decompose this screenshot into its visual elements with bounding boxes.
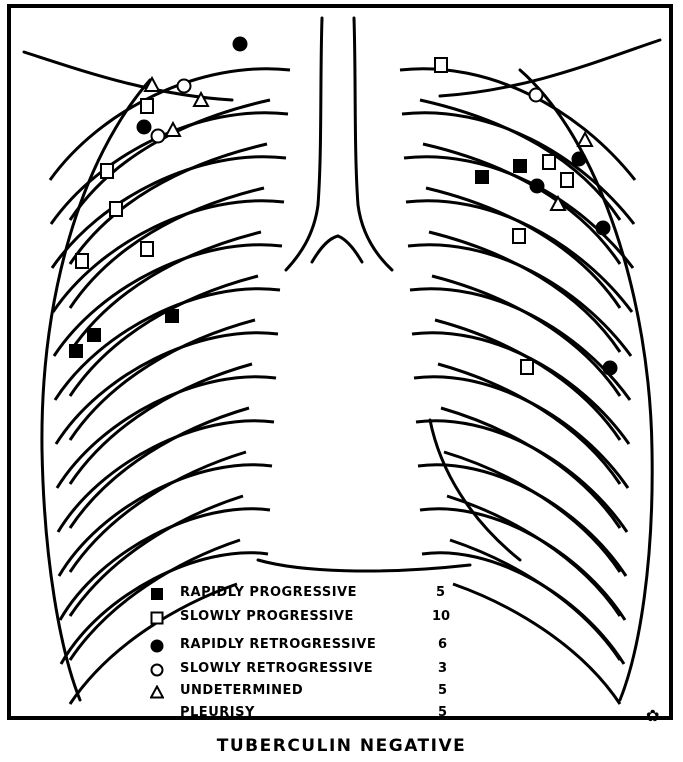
legend-row-undetermined: UNDETERMINED 5 [150, 683, 450, 703]
legend-row-rapidly-retrogressive: RAPIDLY RETROGRESSIVE 6 [150, 637, 450, 657]
rib-right-posterior [408, 245, 631, 356]
rib-right-posterior [416, 421, 627, 532]
open-circle-marker [530, 89, 543, 102]
rib-right-posterior [404, 157, 633, 268]
bronchus-right [338, 236, 362, 262]
legend-count: 3 [438, 661, 447, 676]
rib-right-posterior [422, 553, 624, 664]
open-square-marker [76, 254, 88, 268]
rib-right-posterior [412, 333, 629, 444]
legend-label: RAPIDLY RETROGRESSIVE [180, 637, 376, 652]
legend-count: 5 [438, 705, 447, 720]
filled-square-marker [513, 159, 527, 173]
legend-count: 5 [438, 683, 447, 698]
corner-mark-icon: ✿ [646, 706, 659, 725]
open-square-marker [521, 360, 533, 374]
legend-count: 5 [436, 585, 445, 600]
filled-square-marker [475, 170, 489, 184]
rib-right-posterior [418, 465, 626, 576]
diaphragm-line [258, 560, 470, 571]
rib-left-posterior [57, 377, 276, 488]
legend-row-slowly-retrogressive: SLOWLY RETROGRESSIVE 3 [150, 661, 450, 681]
legend-row-slowly-progressive: SLOWLY PROGRESSIVE 10 [150, 609, 450, 629]
bronchus-left [312, 236, 338, 262]
rib-left-posterior [56, 333, 278, 444]
rib-right-posterior [410, 289, 630, 400]
rib-left-posterior [58, 421, 274, 532]
clavicle-right [440, 40, 660, 96]
filled-square-marker [69, 344, 83, 358]
rib-cage-right-edge [520, 70, 652, 700]
rib-right-posterior [420, 509, 625, 620]
open-circle-marker [152, 130, 165, 143]
filled-square-icon [150, 587, 164, 601]
filled-circle-marker [233, 37, 248, 52]
legend-count: 6 [438, 637, 447, 652]
filled-square-marker [87, 328, 101, 342]
heart-outline-right [430, 420, 520, 560]
legend-row-rapidly-progressive: RAPIDLY PROGRESSIVE 5 [150, 585, 450, 605]
filled-circle-marker [603, 361, 618, 376]
filled-circle-marker [572, 152, 587, 167]
open-square-marker [435, 58, 447, 72]
filled-circle-marker [530, 179, 545, 194]
rib-right-posterior [406, 201, 632, 312]
filled-circle-marker [596, 221, 611, 236]
rib-left-posterior [50, 69, 290, 180]
open-square-marker [141, 242, 153, 256]
rib-left-posterior [59, 465, 272, 576]
open-circle-icon [150, 663, 164, 677]
open-triangle-marker [194, 93, 208, 106]
trachea-right-wall [354, 18, 392, 270]
legend-row-pleurisy: PLEURISY 5 [150, 705, 450, 725]
rib-left-posterior [52, 157, 286, 268]
filled-circle-icon [150, 639, 164, 653]
open-square-marker [513, 229, 525, 243]
open-square-marker [101, 164, 113, 178]
trachea-left-wall [286, 18, 322, 270]
open-square-icon [150, 611, 164, 625]
open-square-marker [141, 99, 153, 113]
open-square-marker [561, 173, 573, 187]
legend-count: 10 [432, 609, 450, 624]
legend-label: SLOWLY PROGRESSIVE [180, 609, 354, 624]
open-triangle-icon [150, 685, 164, 699]
legend-label: RAPIDLY PROGRESSIVE [180, 585, 357, 600]
open-square-marker [543, 155, 555, 169]
open-circle-marker [178, 80, 191, 93]
legend-label: SLOWLY RETROGRESSIVE [180, 661, 373, 676]
rib-right-anterior [453, 584, 620, 704]
figure-caption: TUBERCULIN NEGATIVE [0, 736, 683, 756]
filled-circle-marker [137, 120, 152, 135]
filled-square-marker [165, 309, 179, 323]
legend-label: PLEURISY [180, 705, 255, 720]
open-square-marker [110, 202, 122, 216]
rib-cage-left-edge [42, 80, 150, 700]
legend-label: UNDETERMINED [180, 683, 303, 698]
rib-left-posterior [55, 289, 280, 400]
